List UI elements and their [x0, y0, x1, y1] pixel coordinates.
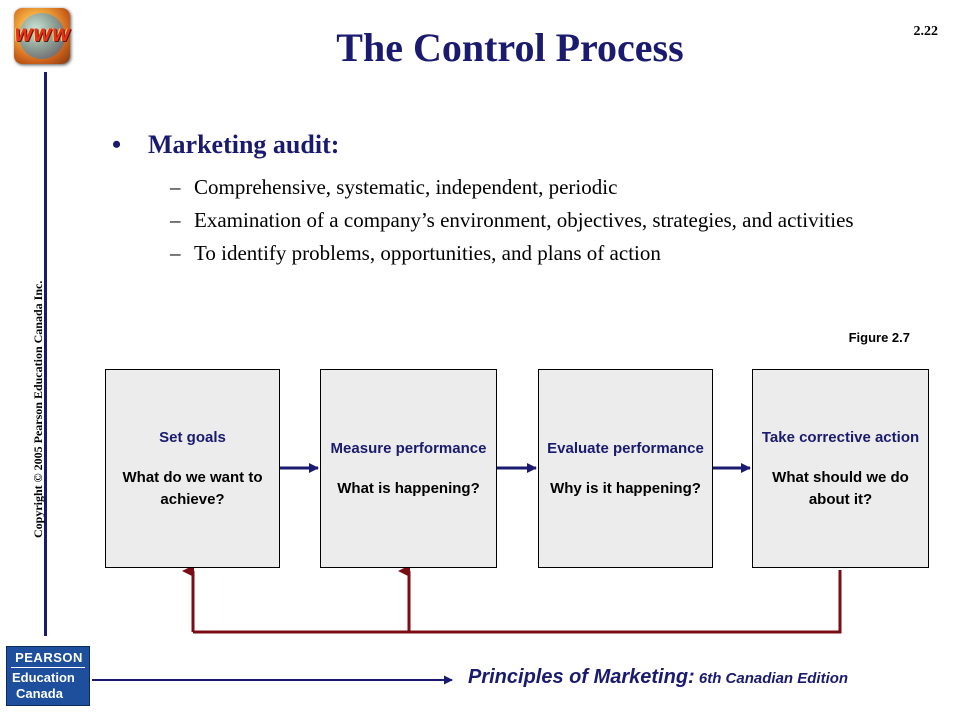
bullet-marker: • [112, 130, 122, 159]
step-question: What should we do about it? [772, 468, 909, 508]
bullet-heading-text: Marketing audit: [148, 130, 340, 159]
pearson-education-canada-logo: PEARSON Education Canada [6, 646, 90, 706]
sub-bullet-item: – Comprehensive, systematic, independent… [170, 175, 900, 199]
footer-book-title: Principles of Marketing: 6th Canadian Ed… [468, 666, 848, 689]
sub-bullet-item: – To identify problems, opportunities, a… [170, 241, 900, 265]
slide-title: The Control Process [336, 25, 684, 70]
left-vertical-rule [44, 72, 47, 636]
bullet-heading: • Marketing audit: [112, 130, 339, 160]
step-question: Why is it happening? [550, 479, 701, 497]
logo-divider [11, 667, 85, 668]
www-logo-icon: WWW [14, 8, 70, 64]
sub-bullet-text: To identify problems, opportunities, and… [194, 241, 661, 265]
step-box-take-corrective-action: Take corrective action What should we do… [752, 369, 929, 568]
logo-line-1: Education [12, 670, 75, 685]
sub-bullet-item: – Examination of a company’s environment… [170, 208, 900, 232]
step-title: Evaluate performance [547, 439, 704, 457]
step-box-measure-performance: Measure performance What is happening? [320, 369, 497, 568]
footer-edition: 6th Canadian Edition [694, 670, 849, 687]
dash-marker: – [170, 175, 181, 199]
step-title: Take corrective action [761, 428, 920, 446]
dash-marker: – [170, 208, 181, 232]
www-logo-text: WWW [14, 26, 71, 46]
step-question: What do we want to achieve? [122, 468, 263, 508]
step-question: What is happening? [337, 479, 480, 497]
step-box-evaluate-performance: Evaluate performance Why is it happening… [538, 369, 713, 568]
sub-bullet-text: Examination of a company’s environment, … [194, 208, 854, 232]
page-number: 2.22 [913, 24, 939, 39]
logo-line-2: Canada [16, 686, 63, 701]
dash-marker: – [170, 241, 181, 265]
footer-title: Principles of Marketing: [468, 666, 695, 688]
logo-brand: PEARSON [15, 650, 83, 665]
step-title: Measure performance [330, 439, 487, 457]
figure-label: Figure 2.7 [848, 330, 910, 345]
step-box-set-goals: Set goals What do we want to achieve? [105, 369, 280, 568]
sub-bullet-list: – Comprehensive, systematic, independent… [170, 175, 900, 274]
step-title: Set goals [159, 428, 226, 446]
sub-bullet-text: Comprehensive, systematic, independent, … [194, 175, 618, 199]
